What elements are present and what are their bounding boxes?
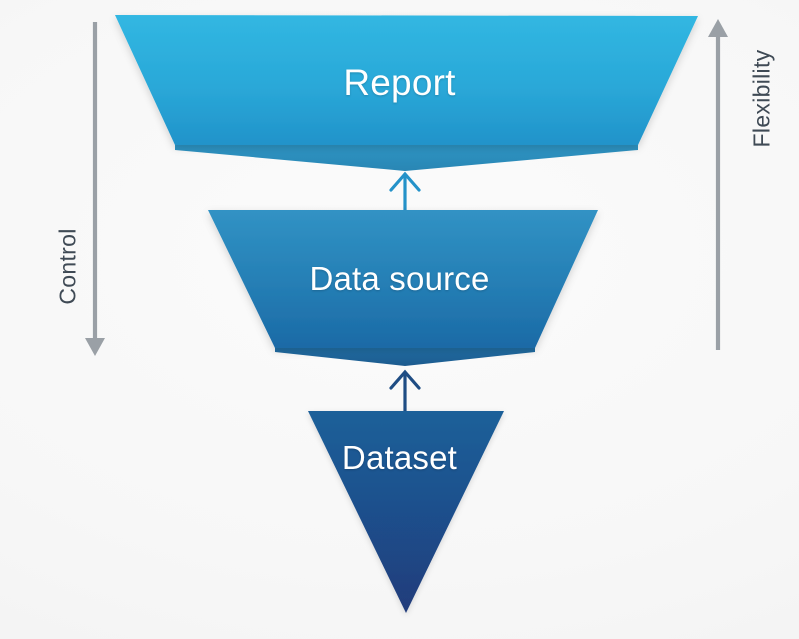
control-axis-arrowhead-down <box>85 338 105 356</box>
axis-control <box>85 22 105 356</box>
stage-report[interactable] <box>115 15 698 171</box>
stage-dataset-face <box>308 411 504 613</box>
stage-data-source-underside <box>275 347 535 366</box>
stage-dataset[interactable] <box>308 411 504 613</box>
stage-report-face <box>115 15 698 145</box>
stage-data-source[interactable] <box>208 210 598 366</box>
axis-flexibility <box>708 19 728 350</box>
stage-data-source-face <box>208 210 598 348</box>
stage-report-underside <box>175 144 638 171</box>
connector-dataset-to-data-source <box>389 369 421 412</box>
flexibility-axis-arrowhead-up <box>708 19 728 37</box>
connector-data-source-to-report <box>389 171 421 212</box>
